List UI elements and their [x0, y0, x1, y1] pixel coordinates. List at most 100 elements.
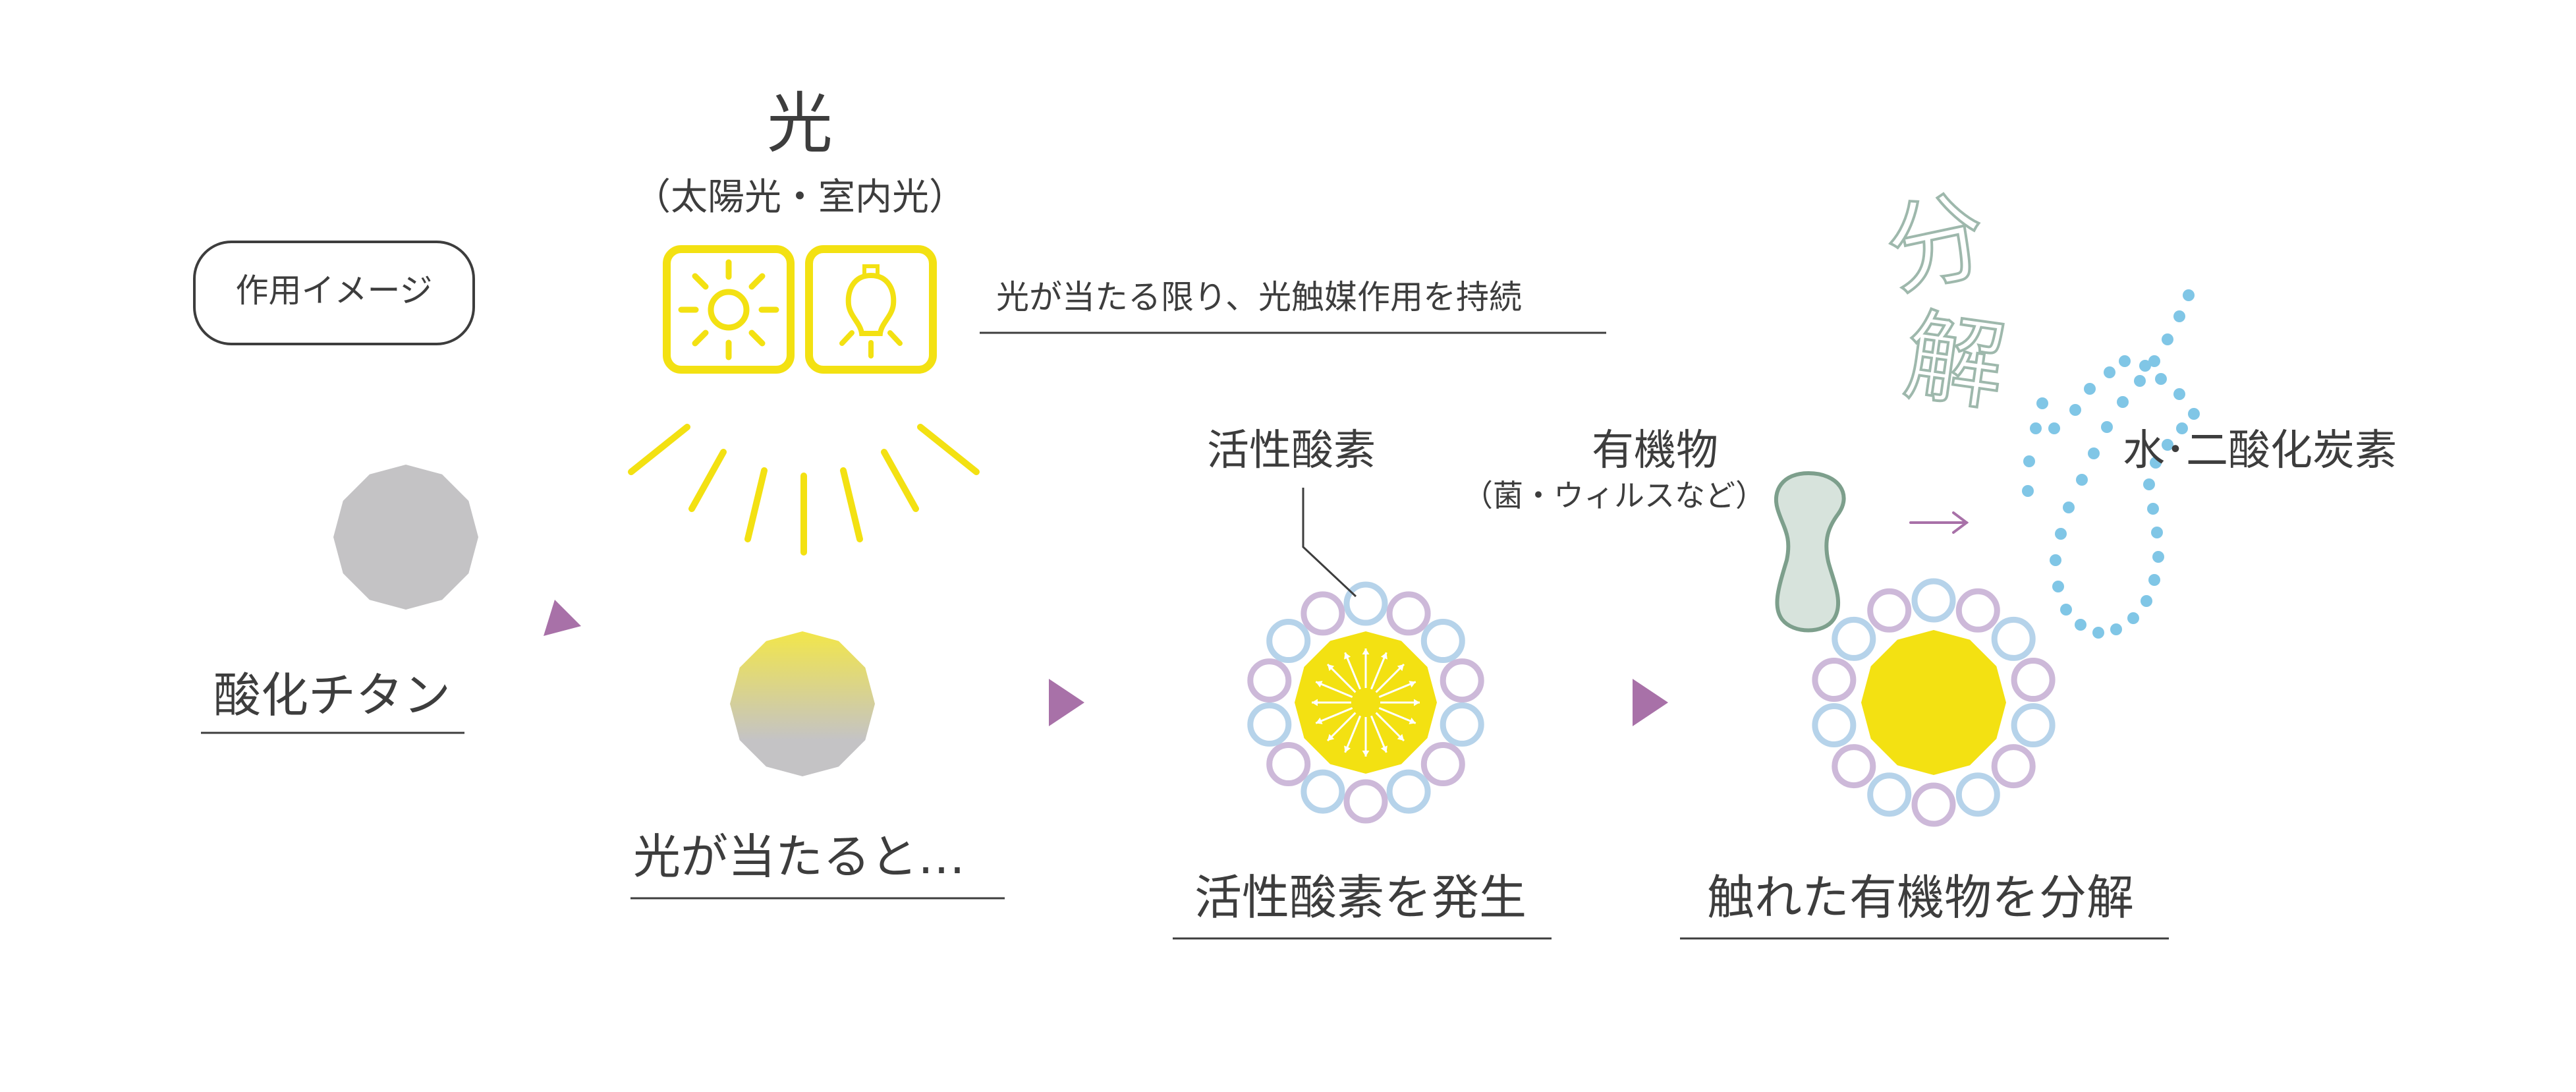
- dot: [2148, 355, 2160, 367]
- light-note: 光が当たる限り、光触媒作用を持続: [980, 278, 1606, 334]
- dot: [2030, 422, 2042, 434]
- dot: [2036, 397, 2048, 409]
- decompose-char-2: 解: [1898, 299, 2012, 426]
- oxygen-ring: [1835, 747, 1873, 786]
- radial-arrow-head: [1316, 681, 1323, 688]
- radial-arrow-shaft: [1315, 681, 1353, 698]
- dot: [2119, 355, 2131, 367]
- product-label: 水･二酸化炭素: [2123, 426, 2397, 475]
- radial-arrow-head: [1328, 733, 1335, 741]
- oxygen-ring: [1347, 585, 1385, 623]
- oxygen-ring: [1270, 622, 1308, 660]
- product-arrow: [1909, 511, 1969, 534]
- dot: [2060, 604, 2072, 616]
- oxygen-ring: [1424, 622, 1462, 660]
- radial-arrow-head: [1362, 751, 1370, 757]
- flow-arrow-3: [1633, 679, 1668, 726]
- radial-arrow-shaft: [1344, 715, 1361, 753]
- decomposition-dots: [2022, 289, 2200, 639]
- radial-arrow-shaft: [1370, 652, 1387, 690]
- dot: [2147, 503, 2159, 515]
- oxygen-ring: [1915, 581, 1953, 619]
- caption-titanium-oxide: 酸化チタン: [213, 668, 451, 723]
- radial-arrow-head: [1409, 681, 1416, 688]
- step-3-caption: 活性酸素を発生: [1173, 870, 1552, 940]
- oxygen-ring: [1443, 662, 1481, 700]
- light-bulb-icon: [805, 245, 937, 374]
- oxygen-ring: [1250, 662, 1289, 700]
- oxygen-ring: [1304, 772, 1342, 811]
- oxygen-ring: [1994, 619, 2032, 658]
- active-oxygen-callout: 活性酸素: [1207, 426, 1376, 598]
- radial-arrow-shaft: [1326, 712, 1357, 742]
- oxygen-ring: [1870, 776, 1909, 814]
- dot: [2148, 574, 2160, 586]
- dot: [2183, 289, 2195, 301]
- dot: [2076, 474, 2088, 486]
- radial-arrow-shaft: [1375, 663, 1405, 693]
- dot: [2151, 527, 2163, 538]
- dot: [2188, 408, 2200, 420]
- image-badge: 作用イメージ: [193, 241, 475, 345]
- oxygen-ring: [1915, 786, 1953, 824]
- radial-arrow-shaft: [1378, 681, 1416, 698]
- dot: [2055, 528, 2067, 540]
- radial-arrow-head: [1380, 652, 1387, 660]
- dot: [2050, 554, 2061, 566]
- caption-decompose-organic: 触れた有機物を分解: [1707, 870, 2134, 925]
- oxygen-ring: [1815, 706, 1853, 745]
- oxygen-ring: [1994, 747, 2032, 786]
- radial-arrow-head: [1362, 648, 1370, 654]
- oxygen-ring: [1870, 591, 1909, 629]
- oxygen-ring: [1250, 705, 1289, 743]
- step-1-caption: 酸化チタン: [201, 668, 464, 734]
- oxygen-ring: [2014, 661, 2052, 699]
- dot: [2176, 422, 2188, 434]
- radial-arrow-head: [1316, 717, 1323, 724]
- dot: [2101, 421, 2113, 433]
- radial-arrow-head: [1397, 733, 1404, 741]
- dot: [2162, 439, 2173, 451]
- radial-arrow-head: [1344, 652, 1351, 660]
- oxygen-ring: [1270, 745, 1308, 784]
- radial-arrow-shaft: [1378, 707, 1416, 724]
- light-subtitle: （太陽光・室内光）: [634, 176, 966, 219]
- oxygen-ring: [1424, 745, 1462, 784]
- flow-arrow-2: [1049, 679, 1084, 726]
- light-title: 光: [767, 85, 833, 162]
- oxygen-ring: [1304, 594, 1342, 633]
- callout-organic-matter-sub: （菌・ウィルスなど）: [1463, 478, 1766, 513]
- organic-matter-callout: 有機物 （菌・ウィルスなど）: [1463, 426, 1766, 513]
- dot: [2173, 388, 2185, 400]
- radial-arrow-head: [1312, 699, 1318, 706]
- caption-when-lit: 光が当たると…: [633, 829, 965, 884]
- step-4-caption: 触れた有機物を分解: [1680, 870, 2169, 940]
- light-rays: [628, 424, 980, 556]
- badge-label: 作用イメージ: [236, 272, 433, 310]
- dot: [2092, 627, 2104, 639]
- dot: [2141, 595, 2152, 607]
- callout-organic-matter: 有機物: [1592, 426, 1718, 475]
- dot: [2022, 485, 2034, 497]
- oxygen-ring: [1835, 619, 1873, 658]
- callout-active-oxygen: 活性酸素: [1207, 426, 1376, 475]
- radial-arrow-head: [1397, 664, 1404, 672]
- oxygen-ring: [1959, 591, 1997, 629]
- dot: [2075, 619, 2086, 631]
- dot: [2117, 396, 2129, 408]
- sun-icon: [663, 245, 795, 374]
- dot: [2063, 502, 2075, 513]
- radial-arrow-shaft: [1370, 715, 1387, 753]
- light-note-text: 光が当たる限り、光触媒作用を持続: [996, 278, 1522, 316]
- oxygen-ring: [1389, 594, 1428, 633]
- oxygen-ring: [1389, 772, 1428, 811]
- radial-arrow-head: [1409, 717, 1416, 724]
- dot: [2150, 457, 2162, 469]
- dot: [2110, 623, 2122, 635]
- dot: [2104, 366, 2115, 378]
- radial-arrow-head: [1328, 664, 1335, 672]
- oxygen-ring: [2014, 706, 2052, 745]
- organic-matter-shape: [1774, 471, 1846, 633]
- dot: [2088, 447, 2100, 459]
- caption-generate-active-oxygen: 活性酸素を発生: [1194, 870, 1526, 925]
